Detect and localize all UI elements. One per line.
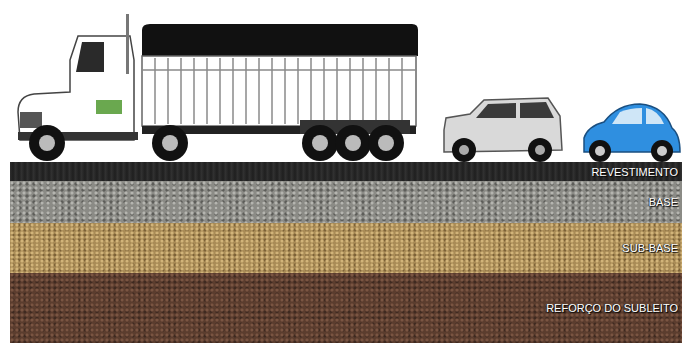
trailer-slats <box>142 58 416 124</box>
exhaust-pipe <box>126 14 129 74</box>
truck-grille <box>20 112 42 128</box>
subbase-layer-band: SUB-BASE <box>10 223 682 273</box>
suv-wheels <box>452 138 552 162</box>
base-layer-band: BASE <box>10 181 682 223</box>
suv-window-rear <box>520 102 554 118</box>
layer-label: REFORÇO DO SUBLEITO <box>546 302 678 315</box>
layer-label: BASE <box>649 196 678 209</box>
surface-layer-band: REVESTIMENTO <box>10 162 682 181</box>
beetle-window <box>612 108 642 124</box>
cab-window <box>76 42 104 72</box>
subgrade-reinforcement-band: REFORÇO DO SUBLEITO <box>10 273 682 343</box>
layer-label: REVESTIMENTO <box>591 165 678 178</box>
truck-cab <box>18 36 134 140</box>
beetle-window-rear <box>646 108 664 124</box>
beetle-wheels <box>589 140 673 162</box>
trailer-body <box>142 56 416 126</box>
truck-tank <box>96 100 122 114</box>
layer-label: SUB-BASE <box>622 242 678 255</box>
truck-wheels <box>29 125 404 161</box>
trailer-tarp <box>142 24 418 56</box>
suv-window <box>476 103 516 118</box>
